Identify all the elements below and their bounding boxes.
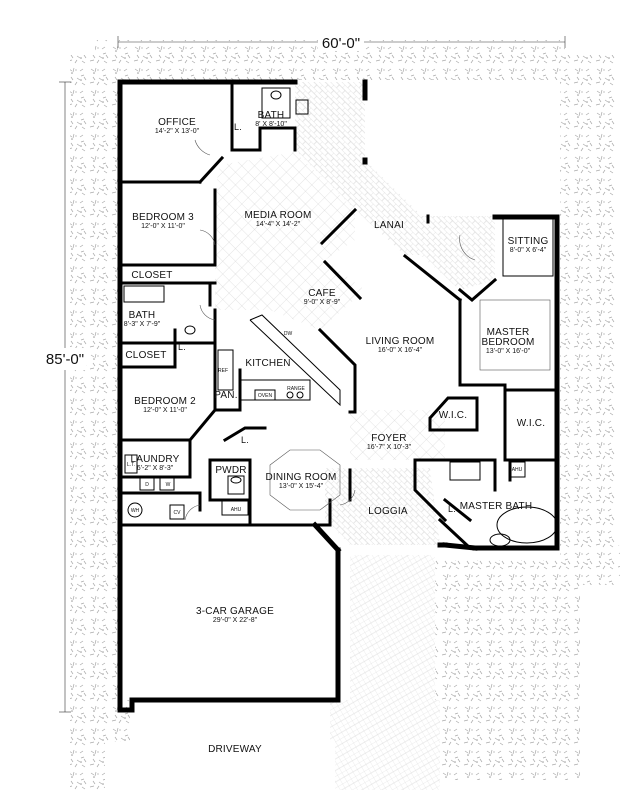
washer-label: W: [166, 482, 171, 488]
interior-walls: [118, 80, 559, 551]
closet2-label: CLOSET: [125, 350, 166, 361]
powder-label: PWDR: [215, 465, 246, 476]
master-bedroom-label: MASTER: [487, 327, 530, 338]
tile-floors: [215, 152, 445, 460]
overall-depth-label: 85'-0": [46, 351, 84, 368]
bedroom2-dimensions: 12'-0" X 11'-0": [143, 407, 187, 414]
master-bedroom-dimensions: 13'-0" X 16'-0": [486, 348, 531, 355]
wic2-label: W.I.C.: [517, 418, 545, 429]
water-heater-label: WH: [131, 508, 140, 514]
sitting-label: SITTING: [508, 236, 549, 247]
paving: [105, 82, 495, 792]
bath1-dimensions: 8' X 8'-10": [255, 121, 287, 128]
bath1-label: BATH: [258, 110, 285, 121]
bedroom2-label: BEDROOM 2: [134, 396, 196, 407]
master-bedroom-label-line2: BEDROOM: [481, 337, 534, 348]
linen-closet-label: L.: [178, 342, 186, 352]
garage-label: 3-CAR GARAGE: [196, 606, 274, 617]
closet1-label: CLOSET: [131, 270, 172, 281]
fixtures: [123, 87, 558, 547]
fixture-labels: L. L. L. L. DW REF RANGE OVEN AHU AHU W …: [127, 122, 523, 516]
room-labels: 60'-0" 85'-0" OFFICE 14'-2" X 13'-0" BAT…: [46, 35, 549, 755]
laundry-tub-label: L.T.: [127, 462, 135, 468]
driveway-label: DRIVEWAY: [208, 744, 262, 755]
landscaping: [70, 40, 620, 790]
range-label: RANGE: [287, 386, 305, 392]
kitchen-label: KITCHEN: [245, 358, 290, 369]
exterior-walls: [117, 79, 560, 713]
garage-dimensions: 29'-0" X 22'-8": [213, 617, 258, 624]
bath2-label: BATH: [129, 310, 156, 321]
overall-width-label: 60'-0": [322, 35, 360, 52]
cafe-dimensions: 9'-0" X 8'-9": [304, 299, 341, 306]
media-room-dimensions: 14'-4" X 14'-2": [256, 221, 301, 228]
cv-label: CV: [174, 510, 182, 516]
linen-closet-label: L.: [234, 122, 242, 132]
dishwasher-label: DW: [284, 331, 293, 337]
wic1-label: W.I.C.: [439, 410, 467, 421]
master-bath-label: MASTER BATH: [460, 501, 533, 512]
bedroom3-dimensions: 12'-0" X 11'-0": [141, 223, 185, 230]
media-room-label: MEDIA ROOM: [244, 210, 311, 221]
foyer-label: FOYER: [371, 433, 406, 444]
ahu-label: AHU: [512, 467, 523, 473]
dining-room-dimensions: 13'-0" X 15'-4": [279, 483, 324, 490]
sitting-dimensions: 8'-0" X 6'-4": [510, 247, 547, 254]
office-dimensions: 14'-2" X 13'-0": [155, 128, 200, 135]
living-room-dimensions: 16'-0" X 16'-4": [378, 347, 423, 354]
dining-room-label: DINING ROOM: [265, 472, 336, 483]
ahu-label: AHU: [231, 507, 242, 513]
pantry-label: PAN.: [214, 390, 237, 401]
laundry-dimensions: 6'-2" X 8'-3": [137, 465, 174, 472]
bath2-dimensions: 8'-3" X 7'-9": [124, 321, 161, 328]
lanai-label: LANAI: [374, 220, 404, 231]
linen-closet-label: L.: [241, 435, 249, 445]
linen-closet-label: L.: [448, 504, 456, 514]
living-room-label: LIVING ROOM: [366, 336, 435, 347]
dimension-lines: [44, 33, 566, 713]
oven-label: OVEN: [258, 393, 273, 399]
laundry-label: LAUNDRY: [130, 454, 179, 465]
dryer-label: D: [145, 482, 149, 488]
foyer-dimensions: 16'-7" X 10'-3": [367, 444, 412, 451]
office-label: OFFICE: [158, 117, 196, 128]
refrigerator-label: REF: [218, 368, 228, 374]
bedroom3-label: BEDROOM 3: [132, 212, 194, 223]
cafe-label: CAFE: [308, 288, 336, 299]
loggia-label: LOGGIA: [368, 506, 408, 517]
